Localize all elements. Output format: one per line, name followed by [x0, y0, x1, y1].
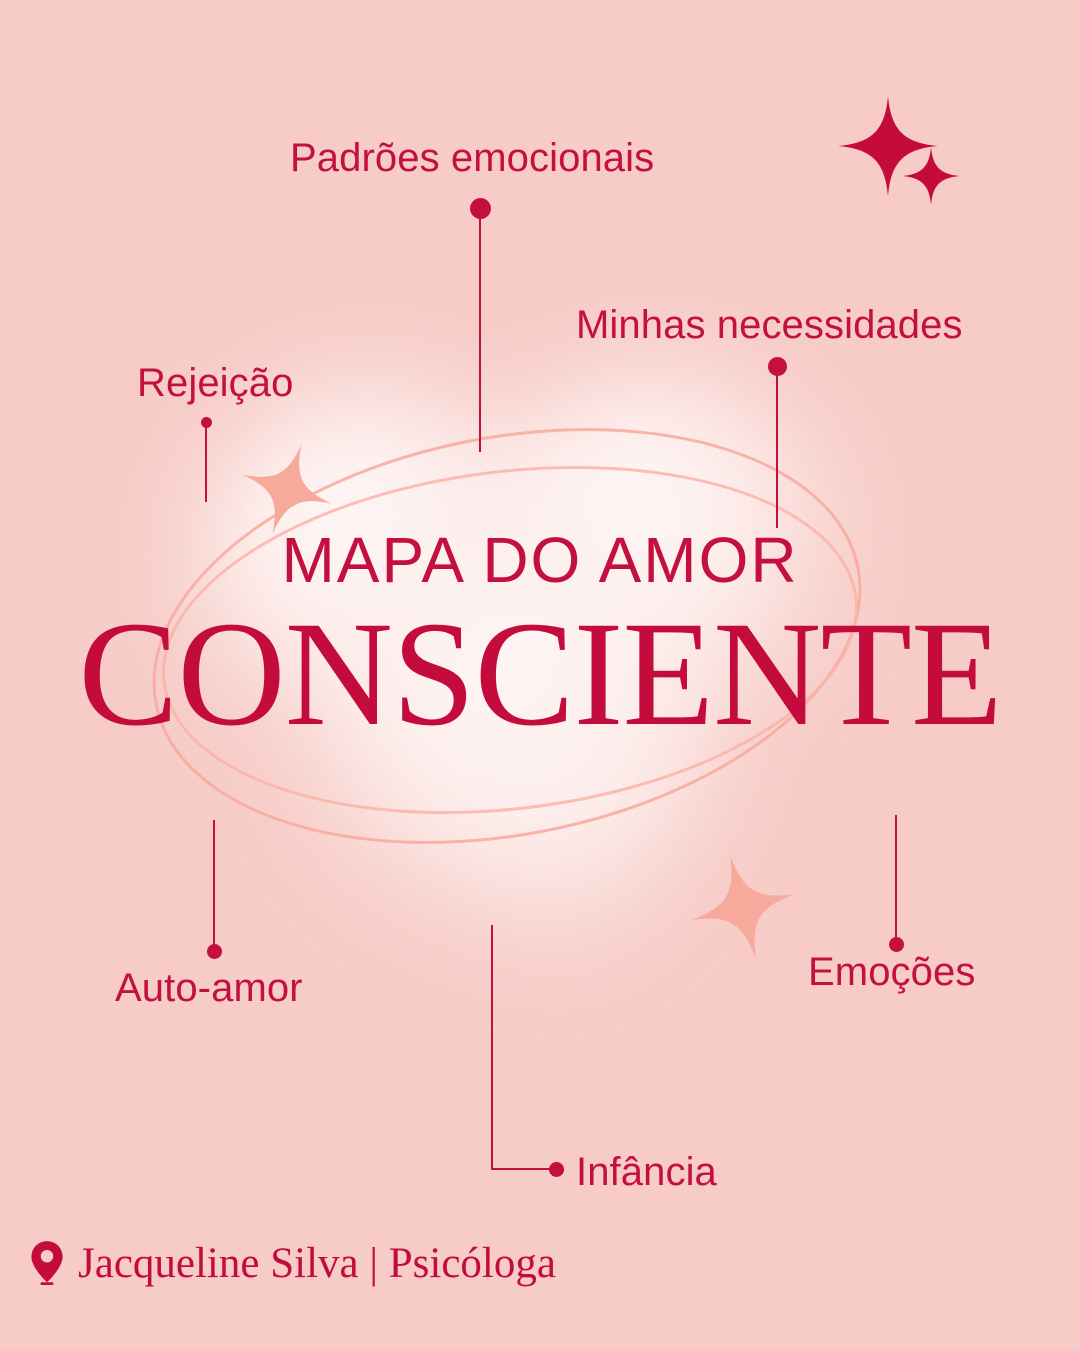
- connector-dot: [889, 937, 904, 952]
- connector-dot: [201, 417, 212, 428]
- connector-arm: [491, 1168, 556, 1170]
- connector-dot: [207, 944, 222, 959]
- connector-stem: [895, 815, 897, 940]
- title-line-top: MAPA DO AMOR: [281, 524, 799, 596]
- connector-stem: [491, 925, 493, 1170]
- poster-title: MAPA DO AMOR CONSCIENTE: [0, 528, 1080, 751]
- connector-stem: [776, 368, 778, 528]
- label-rejeicao: Rejeição: [137, 361, 294, 405]
- label-padroes-emocionais: Padrões emocionais: [290, 136, 655, 180]
- connector-dot: [768, 357, 787, 376]
- connector-dot: [549, 1162, 564, 1177]
- label-minhas-necessidades: Minhas necessidades: [576, 303, 963, 347]
- connector-stem: [205, 424, 207, 502]
- label-emocoes: Emoções: [808, 950, 976, 994]
- label-infancia: Infância: [576, 1150, 717, 1194]
- connector-stem: [213, 820, 215, 948]
- title-line-main: CONSCIENTE: [78, 591, 1002, 757]
- footer-credit: Jacqueline Silva | Psicóloga: [30, 1240, 556, 1286]
- footer-credit-text: Jacqueline Silva | Psicóloga: [78, 1239, 556, 1287]
- location-pin-icon: [30, 1240, 64, 1286]
- connector-stem: [479, 210, 481, 452]
- connector-dot: [470, 198, 491, 219]
- label-auto-amor: Auto-amor: [115, 966, 303, 1010]
